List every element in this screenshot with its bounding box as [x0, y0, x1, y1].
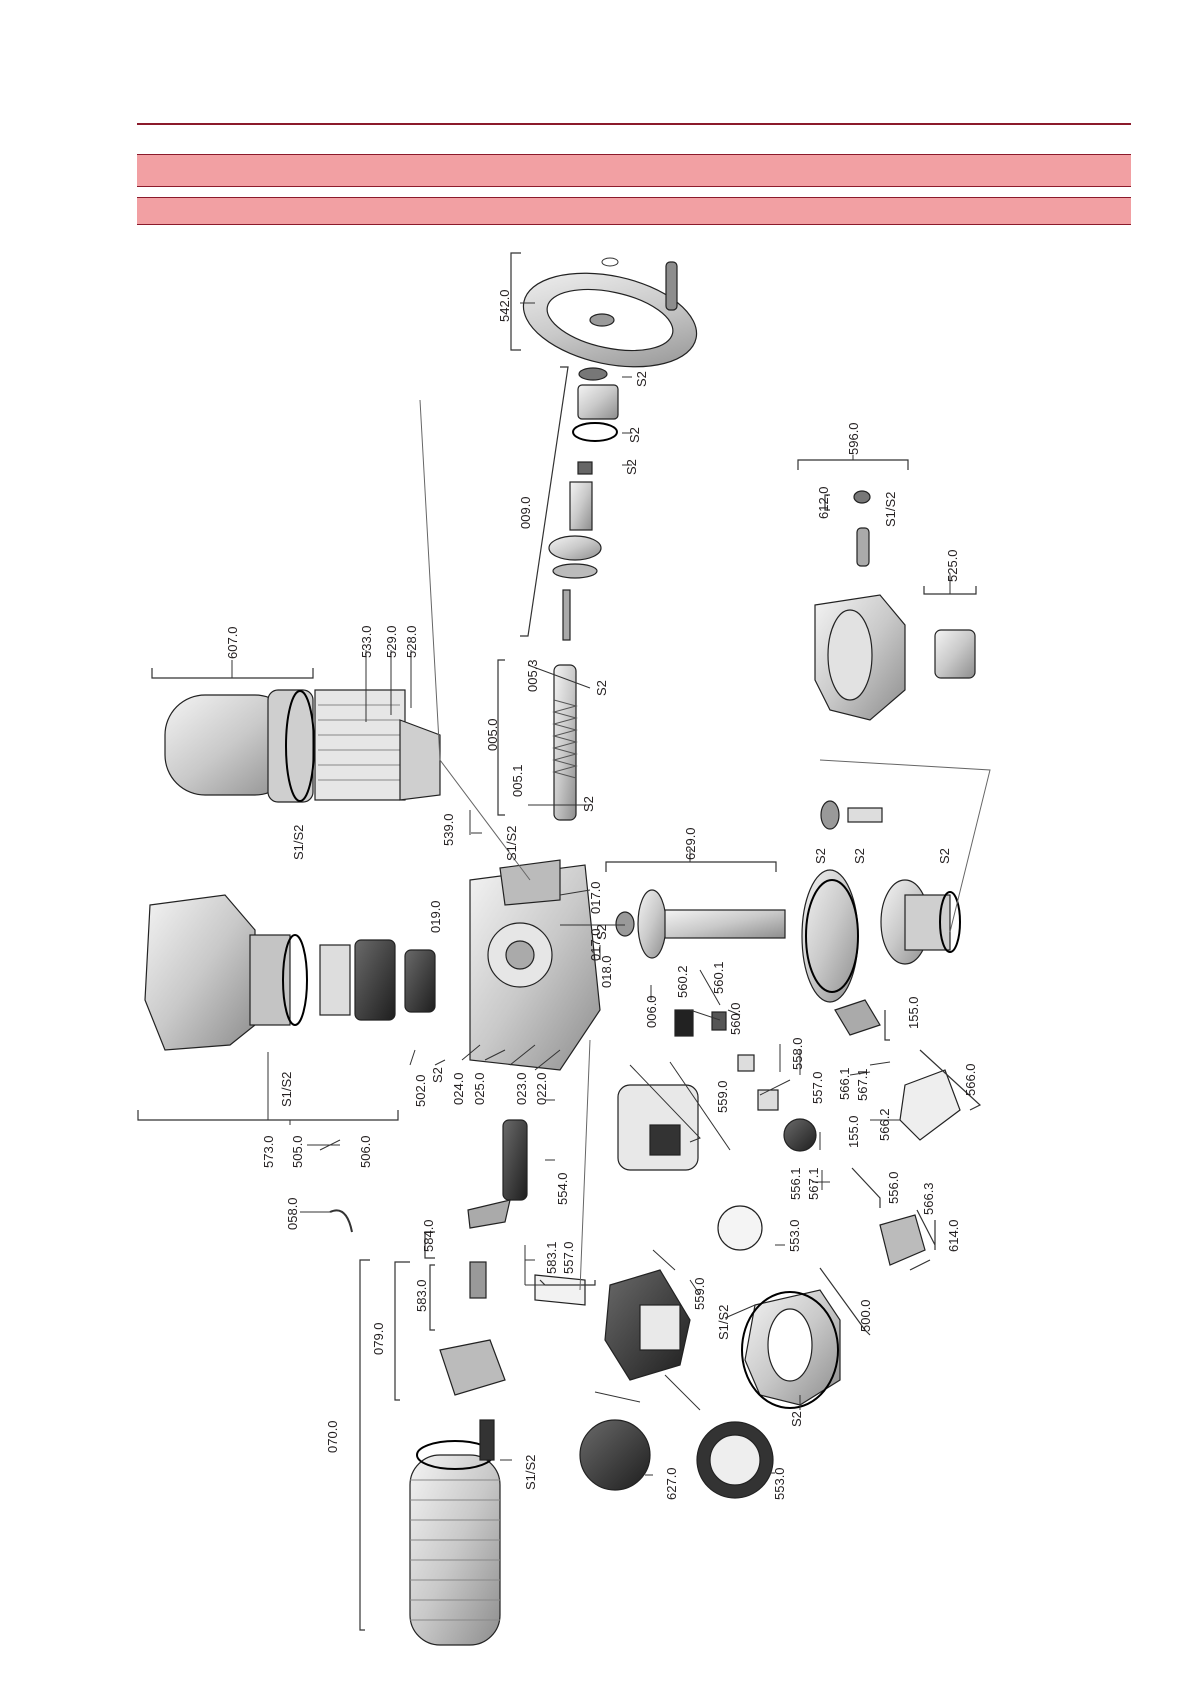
label-533: 533.0 — [359, 625, 374, 658]
label-500: 500.0 — [858, 1299, 873, 1332]
label-009-s2-a: S2 — [634, 371, 649, 387]
label-525: 525.0 — [945, 549, 960, 582]
switches-560 — [674, 999, 961, 1266]
label-005-s2-b: S2 — [581, 796, 596, 812]
shaft-assembly-009 — [548, 367, 619, 641]
gear-shaft-629 — [615, 889, 786, 959]
label-005-3: 005.3 — [525, 659, 540, 692]
label-500-s1s2: S1/S2 — [716, 1305, 731, 1340]
header-band-1 — [137, 154, 1131, 187]
label-567-1-b: 567.1 — [806, 1167, 821, 1200]
cover-607 — [164, 689, 441, 803]
label-573: 573.0 — [261, 1135, 276, 1168]
top-rule — [137, 123, 1131, 125]
label-566-3: 566.3 — [921, 1182, 936, 1215]
label-022: 022.0 — [534, 1072, 549, 1105]
label-024: 024.0 — [451, 1072, 466, 1105]
label-025: 025.0 — [472, 1072, 487, 1105]
control-unit-559 — [502, 1084, 699, 1201]
label-019: 019.0 — [428, 900, 443, 933]
label-583-1: 583.1 — [544, 1241, 559, 1274]
label-596: 596.0 — [846, 422, 861, 455]
label-02x-s2: S2 — [430, 1067, 445, 1083]
label-542: 542.0 — [497, 289, 512, 322]
label-554: 554.0 — [555, 1172, 570, 1205]
part-labels: 542.0 009.0 596.0 612.0 S1/S2 525.0 607.… — [225, 289, 978, 1500]
label-505: 505.0 — [290, 1135, 305, 1168]
label-005-1: 005.1 — [510, 764, 525, 797]
label-558: 558.0 — [790, 1037, 805, 1070]
label-009-s2-b: S2 — [627, 427, 642, 443]
housing-gearbox — [469, 859, 601, 1071]
label-500-s2: S2 — [789, 1411, 804, 1427]
label-018: 018.0 — [599, 955, 614, 988]
label-553-b: 553.0 — [772, 1467, 787, 1500]
label-506: 506.0 — [358, 1135, 373, 1168]
label-560: 560.0 — [728, 1002, 743, 1035]
label-155-b: 155.0 — [846, 1115, 861, 1148]
label-557-b: 557.0 — [561, 1241, 576, 1274]
label-017-s2: S2 — [594, 924, 609, 940]
label-566-1: 566.1 — [837, 1067, 852, 1100]
label-566-2: 566.2 — [877, 1108, 892, 1141]
label-529: 529.0 — [384, 625, 399, 658]
label-612-s1s2: S1/S2 — [883, 492, 898, 527]
label-567-1-a: 567.1 — [855, 1068, 870, 1101]
label-502: 502.0 — [413, 1074, 428, 1107]
flange-596 — [814, 490, 976, 721]
label-629-s2-b: S2 — [852, 848, 867, 864]
label-006: 006.0 — [644, 995, 659, 1028]
label-528: 528.0 — [404, 625, 419, 658]
label-009: 009.0 — [518, 496, 533, 529]
spring-pack-005 — [552, 664, 578, 821]
housing-573 — [144, 894, 436, 1051]
label-058: 058.0 — [285, 1197, 300, 1230]
label-017-b: 017.0 — [588, 928, 603, 961]
label-607-s1s2: S1/S2 — [291, 825, 306, 860]
label-573-s1s2: S1/S2 — [279, 1072, 294, 1107]
label-612: 612.0 — [816, 486, 831, 519]
label-559-a: 559.0 — [715, 1080, 730, 1113]
label-079: 079.0 — [371, 1322, 386, 1355]
cover-500 — [741, 1289, 841, 1409]
label-566: 566.0 — [963, 1063, 978, 1096]
handwheel-542 — [522, 257, 698, 368]
label-559-b: 559.0 — [692, 1277, 707, 1310]
label-560-2: 560.2 — [675, 965, 690, 998]
housing-070 — [409, 1199, 586, 1646]
label-629-s2-a: S2 — [813, 848, 828, 864]
label-023: 023.0 — [514, 1072, 529, 1105]
label-556: 556.0 — [886, 1171, 901, 1204]
covers-627-553 — [579, 1419, 774, 1499]
label-556-1: 556.1 — [788, 1167, 803, 1200]
cable-058 — [329, 1209, 353, 1233]
label-017: 017.0 — [588, 881, 603, 914]
label-070: 070.0 — [325, 1420, 340, 1453]
label-629: 629.0 — [683, 827, 698, 860]
label-560-1: 560.1 — [711, 961, 726, 994]
label-614: 614.0 — [946, 1219, 961, 1252]
label-539-s1s2: S1/S2 — [504, 826, 519, 861]
flange-assembly — [801, 800, 961, 1003]
label-553-a: 553.0 — [787, 1219, 802, 1252]
label-629-s2-c: S2 — [937, 848, 952, 864]
electronics-559b — [604, 1269, 691, 1381]
label-584: 584.0 — [421, 1219, 436, 1252]
label-539: 539.0 — [441, 813, 456, 846]
label-070-s1s2: S1/S2 — [523, 1455, 538, 1490]
label-005-s2-a: S2 — [594, 680, 609, 696]
label-005: 005.0 — [485, 718, 500, 751]
label-009-s2-c: S2 — [624, 459, 639, 475]
label-627: 627.0 — [664, 1467, 679, 1500]
leader-lines — [137, 252, 991, 1631]
label-607: 607.0 — [225, 626, 240, 659]
header-band-2 — [137, 197, 1131, 225]
label-155-a: 155.0 — [906, 996, 921, 1029]
label-583: 583.0 — [414, 1279, 429, 1312]
label-557-a: 557.0 — [810, 1071, 825, 1104]
